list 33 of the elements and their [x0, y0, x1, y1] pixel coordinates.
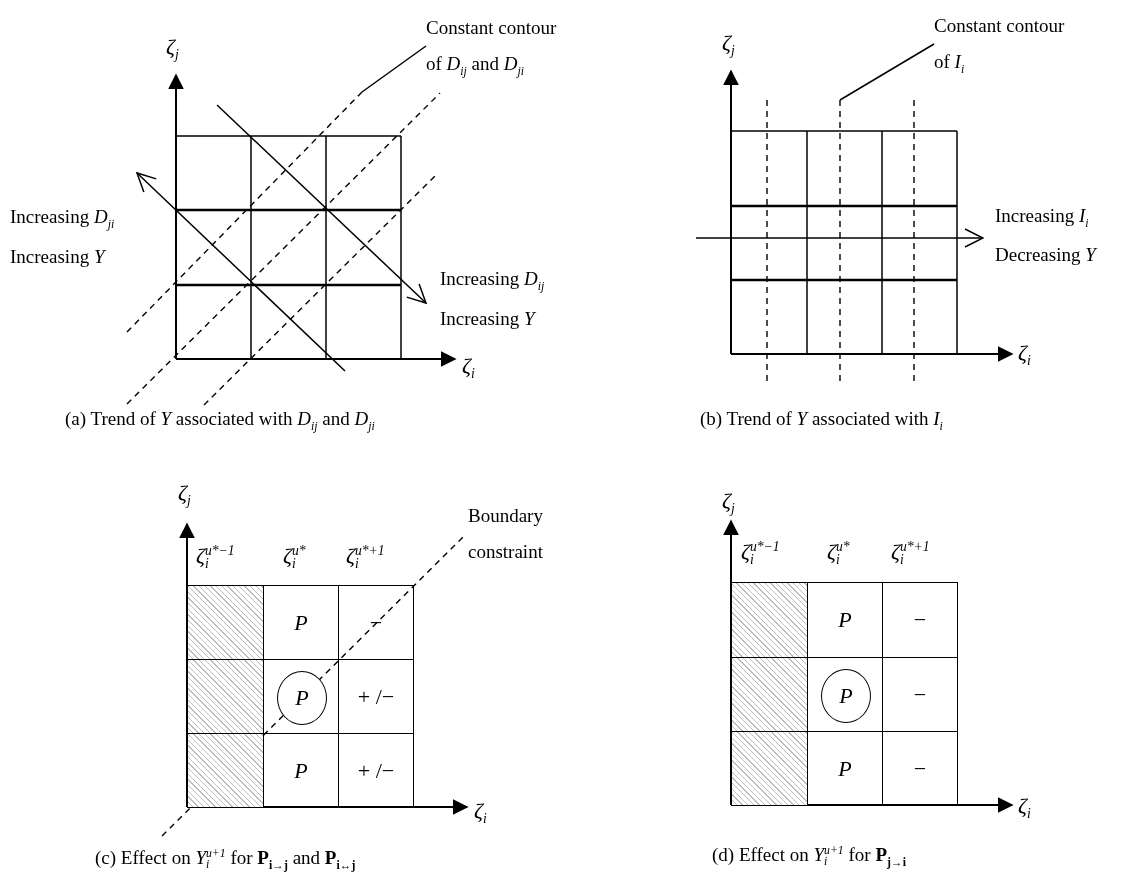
hatched-cell [187, 733, 264, 808]
annotation-text: Constant contour of D$_{ij}$ and D$_{ji}$ [426, 10, 566, 86]
figure-caption: (a) Trend of Y associated with D$_{ij}$ and D$_{ji}$ [65, 408, 375, 435]
figure-caption: (b) Trend of Y associated with I$_{i}$ [700, 408, 943, 435]
annotation-text: Increasing D$_{ji}$ [10, 206, 115, 233]
leader-line [361, 45, 427, 93]
annotation-text: Increasing D$_{ij}$ [440, 268, 545, 295]
axis-label: ζ$_{j}$ [722, 32, 735, 61]
circle-mark: P [277, 670, 327, 725]
axis-label: ζ$_{i}$ [1018, 795, 1031, 824]
axis-label: ζ$_{i}$ [462, 355, 475, 384]
hatched-cell [731, 582, 808, 658]
annotation-text: Increasing I$_{i}$ [995, 205, 1089, 232]
figure-caption: (c) Effect on Y$_{i}$$^{u+1}$ for P$_{i→j}$ and P$_{i↔j}$ [95, 846, 356, 875]
annotation-text: Constant contour of I$_{i}$ [934, 8, 1074, 84]
grid-cell: − [882, 582, 958, 658]
figure-caption: (d) Effect on Y$_{i}$$^{u+1}$ for P$_{j→i}$ [712, 843, 906, 872]
axis-label: ζ$_{j}$ [178, 482, 191, 511]
hatched-cell [731, 731, 808, 806]
hatched-cell [187, 659, 264, 734]
axis-label: ζ$_{i}$ [474, 800, 487, 829]
hatched-cell [187, 585, 264, 660]
axis-label: ζ$_{j}$ [166, 36, 179, 65]
annotation-text: Increasing Y [10, 246, 105, 268]
annotation-text: Increasing Y [440, 308, 535, 330]
axis-label: ζ$_{j}$ [722, 490, 735, 519]
annotation-text: Decreasing Y [995, 244, 1096, 266]
circle-mark: P [821, 668, 871, 723]
axis-label: ζ$_{i}$ [1018, 342, 1031, 371]
hatched-cell [731, 657, 808, 732]
annotation-text: Boundary constraint [468, 504, 544, 564]
grid-cell: − [338, 585, 414, 660]
leader-line [839, 43, 935, 101]
